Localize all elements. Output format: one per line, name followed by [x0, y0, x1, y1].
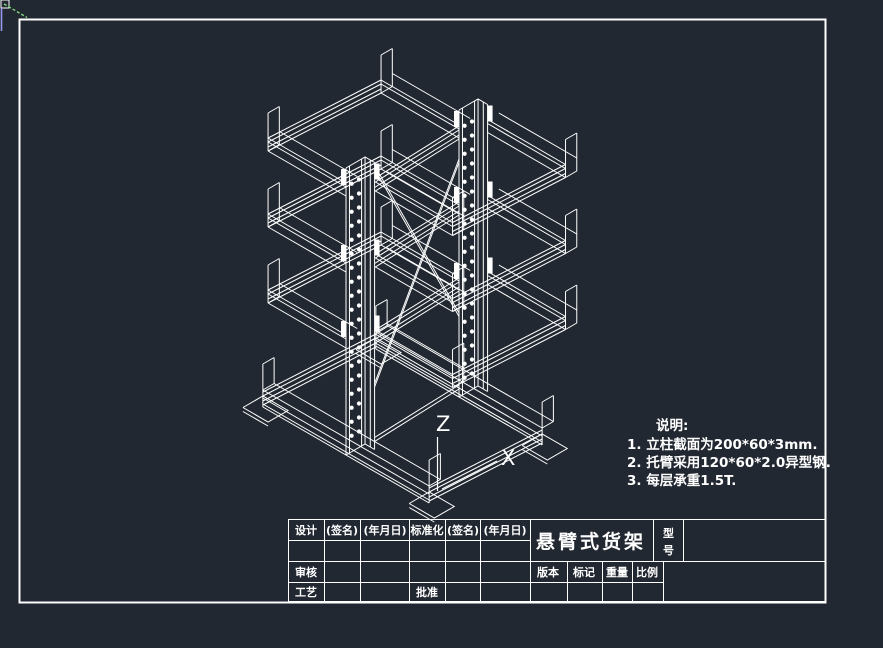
note-line: 3. 每层承重1.5T.	[627, 472, 736, 489]
crosshair-iso-axis	[3, 3, 28, 19]
titleblock-date-label: (年月日)	[483, 523, 526, 537]
titleblock-review-label: 审核	[295, 565, 317, 579]
notes-block: 说明: 1. 立柱截面为200*60*3mm. 2. 托臂采用120*60*2.…	[627, 417, 831, 489]
ucs-z-label: Z	[436, 412, 450, 436]
titleblock-scale-label: 比例	[636, 565, 658, 579]
titleblock-version-label: 版本	[537, 565, 559, 579]
titleblock-approve-label: 批准	[416, 585, 438, 599]
ucs-x-axis	[441, 460, 498, 490]
titleblock-design-label: 设计	[295, 523, 317, 537]
titleblock-signature-label: (签名)	[326, 523, 358, 537]
drawing-title: 悬臂式货架	[536, 530, 646, 553]
pickbox	[0, 0, 10, 9]
titleblock: 设计 (签名) (年月日) 标准化 (签名) (年月日) 悬臂式货架 型 号 审…	[295, 523, 674, 599]
ucs-icon: Z X	[436, 412, 515, 491]
notes-heading: 说明:	[656, 417, 688, 434]
ucs-x-label: X	[501, 446, 515, 470]
note-line: 2. 托臂采用120*60*2.0异型钢.	[627, 454, 831, 471]
titleblock-mark-label: 标记	[572, 565, 595, 579]
titleblock-standardization-label: 标准化	[410, 523, 444, 537]
titleblock-model-label: 号	[663, 544, 674, 557]
titleblock-date-label: (年月日)	[363, 523, 406, 537]
rack-wireframe	[242, 48, 578, 523]
sheet-border	[18, 18, 827, 604]
titleblock-weight-label: 重量	[606, 565, 628, 579]
crosshair-cursor	[0, 0, 28, 31]
titleblock-model-label: 型	[663, 526, 674, 540]
titleblock-signature-label: (签名)	[447, 523, 479, 537]
titleblock-grid	[288, 519, 825, 602]
titleblock-process-label: 工艺	[295, 585, 317, 599]
note-line: 1. 立柱截面为200*60*3mm.	[627, 436, 817, 453]
